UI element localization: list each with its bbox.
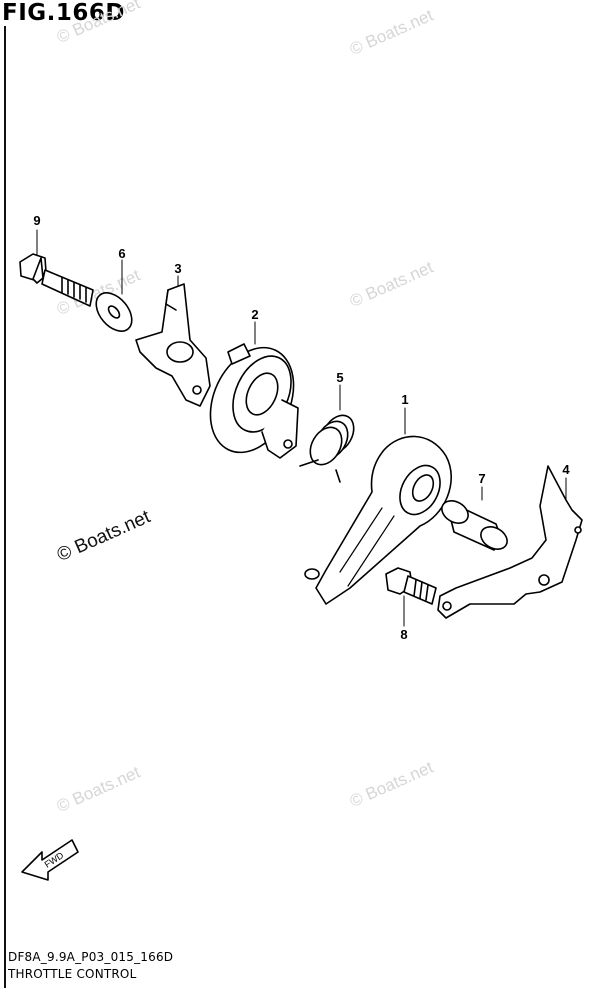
callout-9: 9 [33,213,41,228]
lever-part-1 [304,407,452,605]
bolt-part-8 [385,567,437,627]
fwd-arrow-icon: FWD [21,839,79,881]
callout-3: 3 [174,261,182,276]
plate-part-3 [135,275,211,407]
callout-1: 1 [401,392,409,407]
callout-2: 2 [251,307,259,322]
collar-part-7 [441,486,508,551]
spring-part-5 [299,384,355,483]
callout-5: 5 [336,370,344,385]
figure-caption: THROTTLE CONTROL [8,967,137,981]
callout-4: 4 [562,462,570,477]
figure-frame-border [4,14,6,988]
bolt-part-9 [19,229,94,307]
figure-title: FIG.166D [0,0,131,26]
link-part-4 [437,465,583,619]
cam-part-2 [209,321,299,459]
washer-part-6 [95,259,133,332]
callout-8: 8 [400,627,408,642]
callout-7: 7 [478,471,486,486]
figure-code: DF8A_9.9A_P03_015_166D [8,950,174,964]
callout-6: 6 [118,246,126,261]
